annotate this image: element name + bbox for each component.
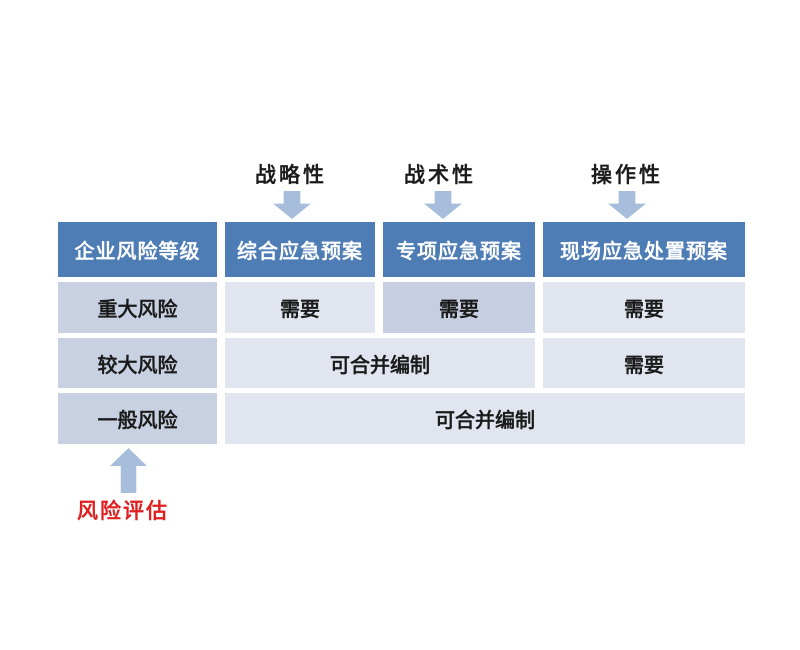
row-label-general-risk: 一般风险 bbox=[58, 393, 217, 444]
cell-major-comprehensive: 需要 bbox=[225, 282, 375, 333]
cell-major-special: 需要 bbox=[383, 282, 535, 333]
arrow-down-icon bbox=[273, 191, 311, 219]
arrow-up-icon bbox=[110, 448, 147, 493]
header-special-plan: 专项应急预案 bbox=[383, 222, 535, 277]
header-risk-level: 企业风险等级 bbox=[58, 222, 217, 277]
row-label-major-risk: 重大风险 bbox=[58, 282, 217, 333]
label-operational: 操作性 bbox=[591, 162, 663, 187]
risk-plan-table: 企业风险等级 综合应急预案 专项应急预案 现场应急处置预案 重大风险 需要 需要… bbox=[58, 222, 745, 444]
label-tactical: 战术性 bbox=[404, 162, 476, 187]
header-onsite-plan: 现场应急处置预案 bbox=[543, 222, 745, 277]
row-label-larger-risk: 较大风险 bbox=[58, 338, 217, 388]
cell-larger-merged: 可合并编制 bbox=[225, 338, 535, 388]
arrow-down-icon bbox=[608, 191, 646, 219]
arrow-down-icon bbox=[424, 191, 462, 219]
cell-larger-onsite: 需要 bbox=[543, 338, 745, 388]
label-risk-assessment: 风险评估 bbox=[77, 498, 169, 523]
cell-general-merged: 可合并编制 bbox=[225, 393, 745, 444]
cell-major-onsite: 需要 bbox=[543, 282, 745, 333]
header-comprehensive-plan: 综合应急预案 bbox=[225, 222, 375, 277]
label-strategic: 战略性 bbox=[255, 162, 327, 187]
